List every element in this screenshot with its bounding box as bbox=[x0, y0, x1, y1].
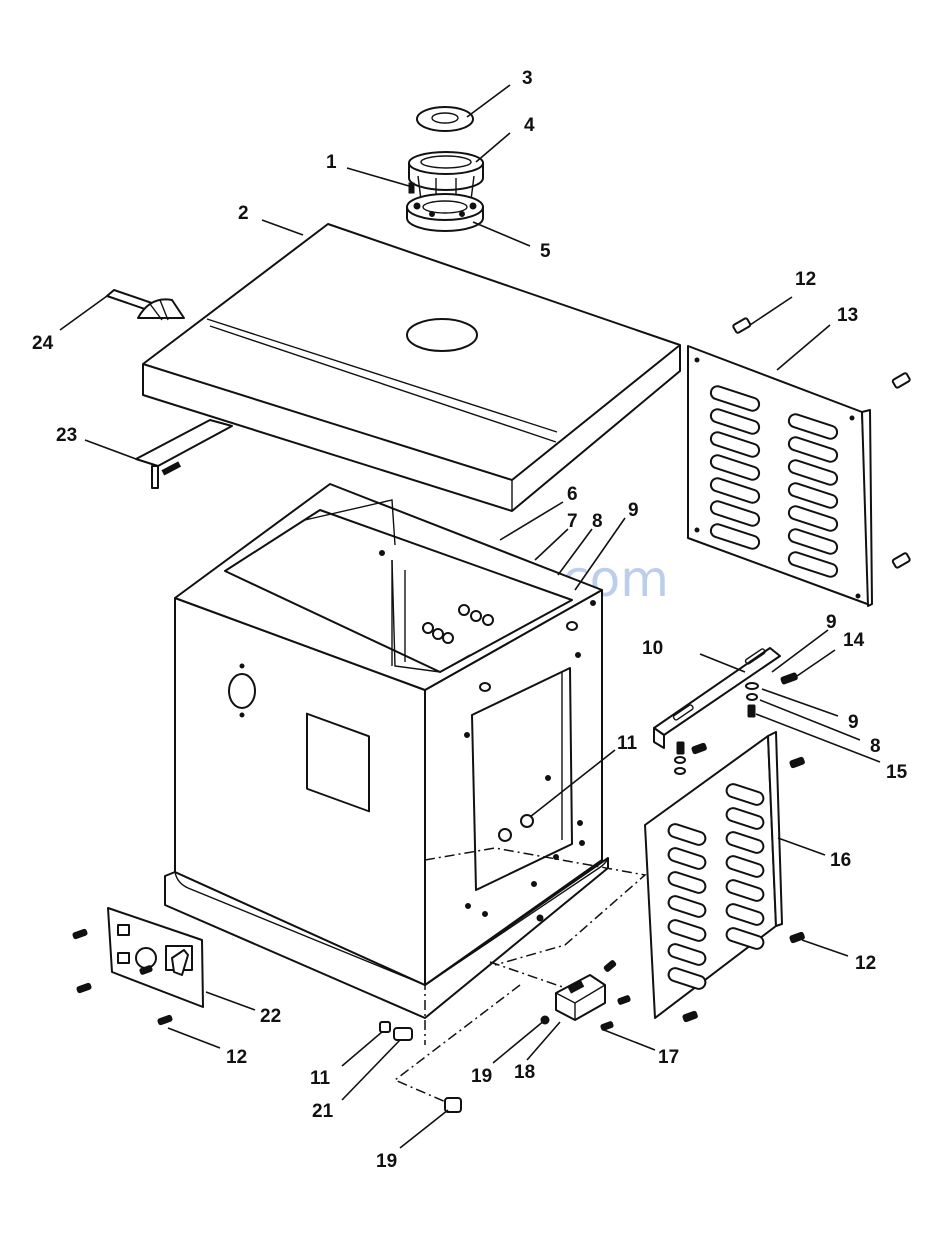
part-18-box bbox=[541, 960, 631, 1031]
callout-17: 17 bbox=[658, 1047, 679, 1068]
callout-9-right: 9 bbox=[826, 612, 837, 633]
callout-6: 6 bbox=[567, 484, 578, 505]
callout-2: 2 bbox=[238, 203, 249, 224]
callout-9-top: 9 bbox=[628, 500, 639, 521]
callout-22: 22 bbox=[260, 1006, 281, 1027]
callout-12-right: 12 bbox=[855, 953, 876, 974]
part-1-screw bbox=[409, 183, 414, 193]
callout-19-mid: 19 bbox=[471, 1066, 492, 1087]
callout-16: 16 bbox=[830, 850, 851, 871]
callout-8-top: 8 bbox=[592, 511, 603, 532]
callout-21: 21 bbox=[312, 1101, 334, 1122]
part-16-louver-panel bbox=[645, 732, 782, 1018]
callout-15: 15 bbox=[886, 762, 908, 783]
callout-14: 14 bbox=[843, 630, 865, 651]
part-24-miter-gauge bbox=[107, 290, 184, 320]
part-10-bracket bbox=[654, 648, 780, 748]
callout-24: 24 bbox=[32, 333, 54, 354]
part-13-louver-panel bbox=[688, 346, 872, 606]
callout-12-top: 12 bbox=[795, 269, 816, 290]
part-11-21-fittings bbox=[380, 1022, 461, 1112]
callout-23: 23 bbox=[56, 425, 77, 446]
callout-11-mid: 11 bbox=[617, 733, 638, 754]
callout-7: 7 bbox=[567, 511, 578, 532]
callout-10: 10 bbox=[642, 638, 663, 659]
part-23-bracket bbox=[136, 420, 232, 488]
part-5-flange bbox=[407, 194, 483, 231]
callout-3: 3 bbox=[522, 68, 533, 89]
callout-4: 4 bbox=[524, 115, 535, 136]
callout-9-mid: 9 bbox=[848, 712, 859, 733]
part-22-switch-plate bbox=[108, 908, 203, 1007]
callout-18: 18 bbox=[514, 1062, 535, 1083]
callout-11-bottom: 11 bbox=[310, 1068, 331, 1089]
callout-13: 13 bbox=[837, 305, 858, 326]
callout-19-bottom: 19 bbox=[376, 1151, 397, 1172]
callout-1: 1 bbox=[326, 152, 337, 173]
callout-5: 5 bbox=[540, 241, 551, 262]
part-2-table-top bbox=[143, 224, 680, 511]
callout-12-bottom: 12 bbox=[226, 1047, 247, 1068]
callout-8-mid: 8 bbox=[870, 736, 881, 757]
part-3-ring bbox=[417, 107, 473, 131]
